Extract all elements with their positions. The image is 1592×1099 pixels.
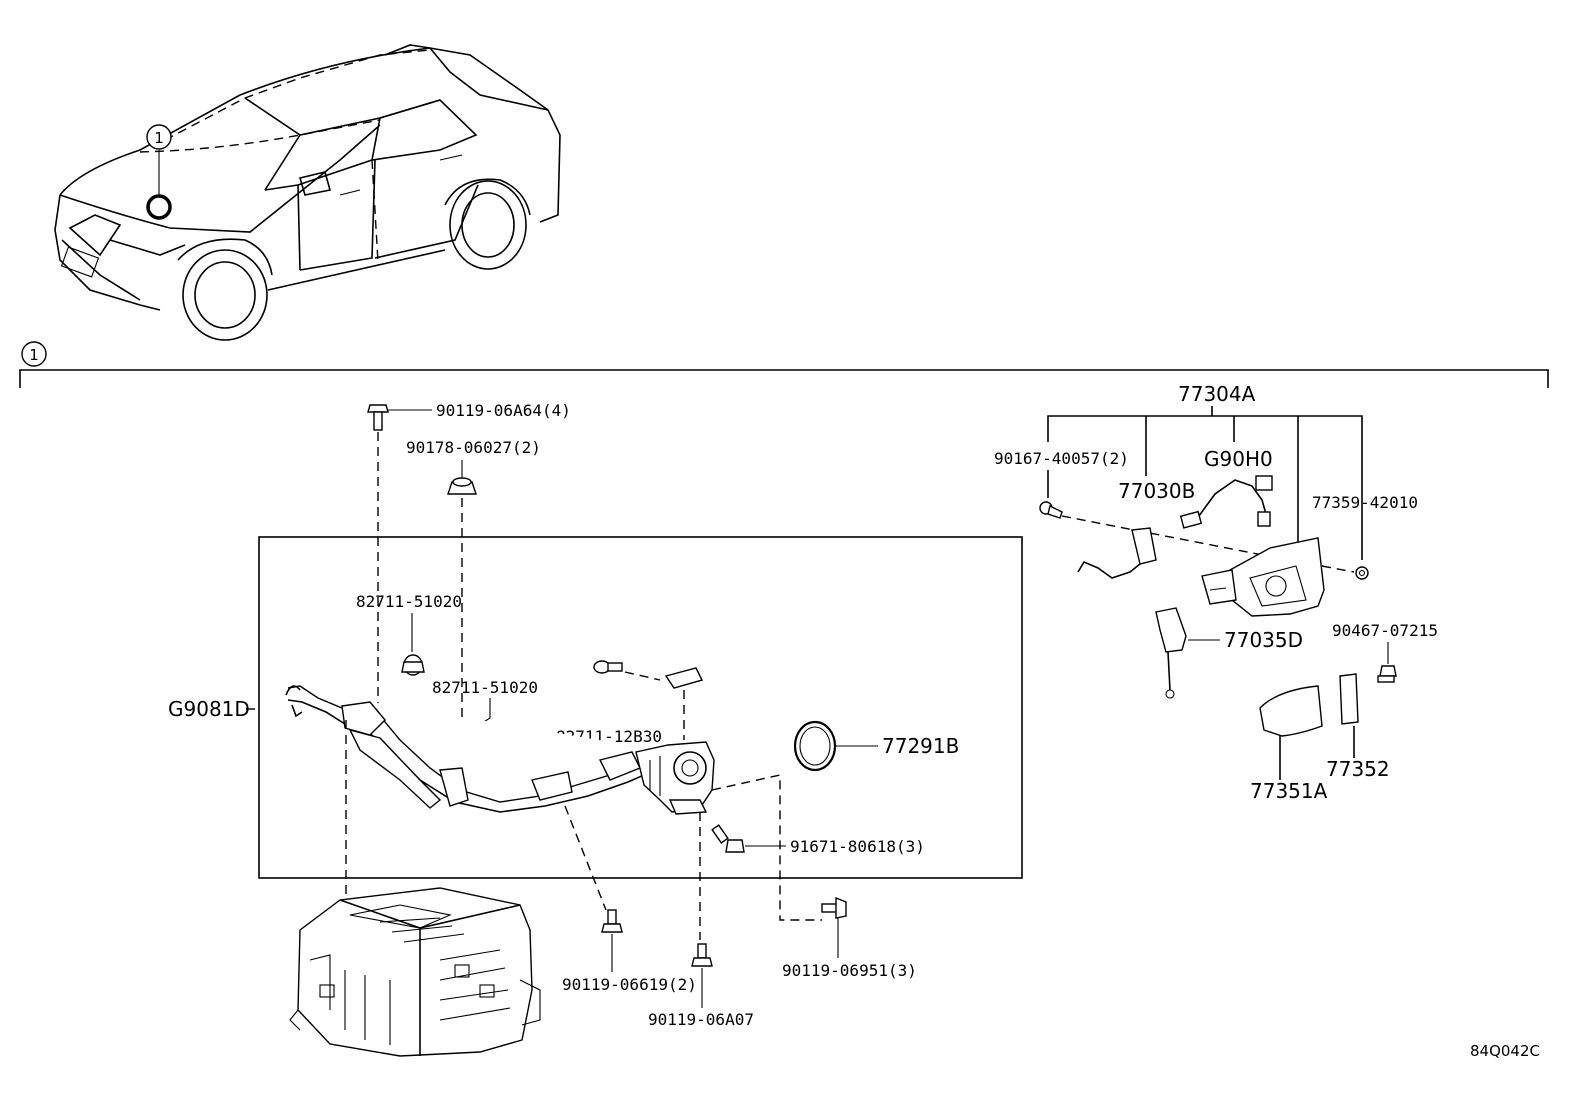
clamp-icon <box>401 654 425 676</box>
label-90178-06027: 90178-06027(2) <box>406 438 541 457</box>
charge-lid-group: 77304A 90167-40057(2) G90H0 77030B 77359… <box>994 382 1438 803</box>
label-90467-07215: 90467-07215 <box>1332 621 1438 640</box>
vehicle-callout-number: 1 <box>154 129 164 147</box>
screw-icon <box>593 660 623 674</box>
actuator-cable-icon <box>1077 527 1157 579</box>
clip-icon <box>1377 665 1397 683</box>
cable-harness <box>285 685 671 813</box>
vehicle-illustration: 1 <box>54 44 561 341</box>
label-90119-06951: 90119-06951(3) <box>782 961 917 980</box>
assembly-bracket <box>1047 415 1363 560</box>
screw-icon <box>1039 501 1063 519</box>
drawing-code: 84Q042C <box>1470 1042 1540 1060</box>
connector-icon <box>664 667 704 689</box>
lock-actuator-icon <box>1155 607 1187 699</box>
bolt-icon <box>367 404 389 431</box>
label-77351a: 77351A <box>1250 779 1328 803</box>
section-bracket <box>19 369 1549 388</box>
grommet-icon <box>793 720 837 772</box>
nut-icon <box>1355 566 1369 580</box>
label-77352: 77352 <box>1326 757 1390 781</box>
label-77359-42010: 77359-42010 <box>1312 493 1418 512</box>
section-callout-circle <box>21 341 47 367</box>
charging-cable-group: 90119-06A64(4) 90178-06027(2) 82711-5102… <box>168 401 1023 1057</box>
label-90119-06a07: 90119-06A07 <box>648 1010 754 1029</box>
label-82711-51020-b: 82711-51020 <box>432 678 538 697</box>
bolt-icon <box>691 943 713 967</box>
label-g90h0: G90H0 <box>1204 447 1273 471</box>
label-90167-40057: 90167-40057(2) <box>994 449 1129 468</box>
charging-port <box>635 741 715 815</box>
bolt-icon <box>601 909 623 933</box>
seal-icon <box>1339 673 1359 725</box>
label-77304a: 77304A <box>1178 382 1256 406</box>
wire-harness-icon <box>1179 475 1273 529</box>
assembly-frame <box>258 536 1023 879</box>
nut-icon <box>447 477 477 495</box>
label-77035d: 77035D <box>1224 628 1303 652</box>
label-91671-80618: 91671-80618(3) <box>790 837 925 856</box>
bolt-icon <box>711 824 745 853</box>
bolt-icon <box>821 896 847 919</box>
lid-panel-icon <box>1259 685 1323 737</box>
label-77291b: 77291B <box>882 734 959 758</box>
vehicle-callout-circle <box>146 124 172 150</box>
section-header: 1 <box>19 341 1549 388</box>
label-82711-51020-a: 82711-51020 <box>356 592 462 611</box>
section-callout-number: 1 <box>29 346 39 364</box>
label-g9081d: G9081D <box>168 697 250 721</box>
power-unit <box>289 887 541 1057</box>
charge-lid-housing <box>1201 537 1325 617</box>
label-77030b: 77030B <box>1118 479 1195 503</box>
label-90119-06a64: 90119-06A64(4) <box>436 401 571 420</box>
label-90119-06619: 90119-06619(2) <box>562 975 697 994</box>
